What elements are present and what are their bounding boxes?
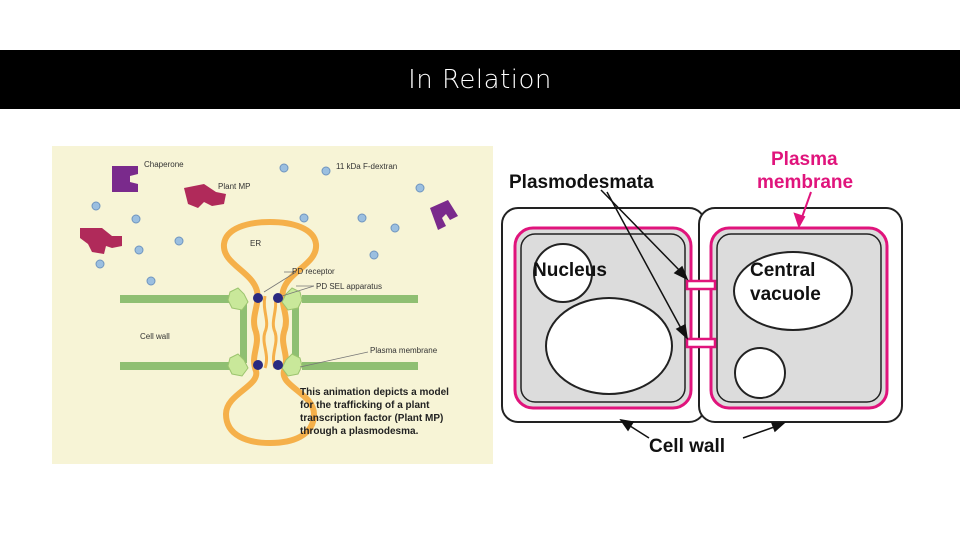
cell-wall-bar-bottom-left [120,362,232,370]
plant-cells-figure: Plasmodesmata Plasma membrane Nucleus Ce… [501,149,903,457]
dextran-particle [91,201,101,211]
dextran-particle-group [91,163,425,286]
dextran-particle [279,163,289,173]
left-cell-inner-line [520,233,686,403]
er-label: ER [250,239,261,248]
plasma-membrane-label-line1: Plasma [771,149,838,170]
plasmodesma-channel-top [685,279,717,291]
dextran-particle [131,214,141,224]
membrane-arrow [793,191,812,229]
plasmodesma-channel-bottom [685,337,717,349]
right-cell-inner-line [716,233,882,403]
er-lumen-line-left [262,295,269,369]
dextran-particle [134,245,144,255]
pd-receptor-dot [253,293,263,303]
dextran-label: 11 kDa F-dextran [336,162,397,171]
pd-receptor-group [253,293,283,370]
central-vacuole [733,251,853,331]
nucleus [533,243,593,303]
arrow-group [600,189,786,439]
dextran-particle [357,213,367,223]
chaperone-shape [112,166,138,192]
plasmodesma-model-figure: Chaperone 11 kDa F-dextran Plant MP ER P… [52,146,493,464]
chaperone-label: Chaperone [144,160,184,169]
chaperone-shape-2 [430,200,458,230]
cell-wall-bar-bottom-right [302,362,418,370]
channel-wall-right [292,301,299,363]
cell-wall-bar-top-right [302,295,418,303]
central-vacuole-label-line1: Central [750,260,815,281]
pd-receptor-label: PD receptor [292,267,335,276]
dextran-particle [95,259,105,269]
caption-line-3: transcription factor (Plant MP) [300,413,443,424]
dextran-particle [299,213,309,223]
dextran-particle [415,183,425,193]
cell-wall-bar-top-left [120,295,232,303]
channel-wall-left [240,301,247,363]
figure-background [52,146,493,464]
nucleus-label: Nucleus [533,260,607,281]
cell-wall-label: Cell wall [140,332,170,341]
caption-line-4: through a plasmodesma. [300,426,419,437]
pd-receptor-dot [253,360,263,370]
sel-apparatus-top-left [227,287,249,311]
dextran-particle [321,166,331,176]
sel-apparatus-top-right [281,287,303,311]
central-vacuole-label-line2: vacuole [750,284,821,305]
caption-line-2: for the trafficking of a plant [300,400,430,411]
plant-mp-shape [184,184,226,208]
sel-apparatus-bottom-right [281,353,303,377]
caption-line-1: This animation depicts a model [300,387,449,398]
plasma-membrane-label: Plasma membrane [370,346,438,355]
slide-title: In Relation [408,64,552,95]
pd-receptor-dot [273,360,283,370]
sel-apparatus-group [227,287,303,377]
plasma-membrane-label-line2: membrane [757,172,853,193]
pd-receptor-dot [273,293,283,303]
left-vacuole [545,297,673,395]
small-vacuole [734,347,786,399]
pd-sel-label: PD SEL apparatus [316,282,382,291]
dextran-particle [390,223,400,233]
er-lumen-line-right [271,295,278,369]
dextran-particle [369,250,379,260]
plant-mp-shape-2 [80,228,122,254]
plasmodesmata-label: Plasmodesmata [509,172,654,193]
cell-wall-label-right: Cell wall [649,436,725,457]
sel-apparatus-bottom-left [227,353,249,377]
dextran-particle [174,236,184,246]
dextran-particle [146,276,156,286]
leader-lines [263,271,369,368]
plant-mp-label: Plant MP [218,182,250,191]
title-bar: In Relation [0,50,960,109]
